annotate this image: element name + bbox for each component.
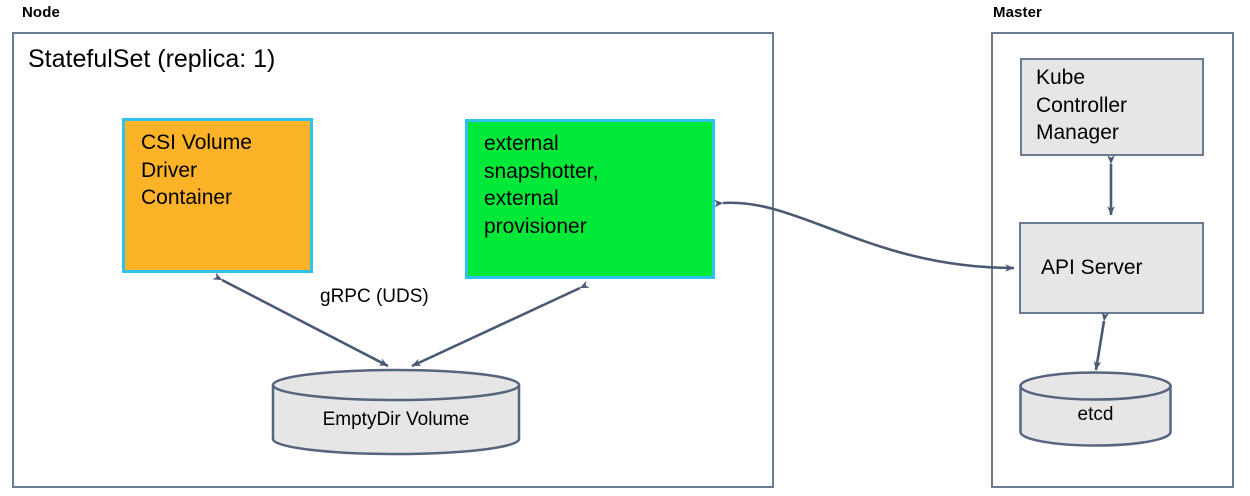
external-sidecars-box[interactable]: external snapshotter, external provision… [465,119,715,279]
kcm-line-2: Controller [1036,93,1128,117]
external-sidecars-line-3: external [484,187,559,211]
grpc-uds-edge-label: gRPC (UDS) [320,286,429,307]
master-group-caption: Master [993,4,1042,21]
etcd-cylinder[interactable]: etcd [1018,371,1173,447]
kcm-line-3: Manager [1036,121,1119,145]
csi-driver-line-2: Driver [141,158,197,182]
csi-volume-driver-container-box[interactable]: CSI Volume Driver Container [122,118,313,273]
emptydir-volume-cylinder[interactable]: EmptyDir Volume [270,368,522,456]
api-server-label: API Server [1041,256,1143,280]
csi-driver-line-3: Container [141,186,233,210]
statefulset-label: StatefulSet (replica: 1) [28,45,276,73]
etcd-label: etcd [1077,404,1114,425]
emptydir-volume-label: EmptyDir Volume [322,409,470,430]
external-sidecars-line-2: snapshotter, [484,159,599,183]
api-server-box[interactable]: API Server [1019,222,1204,314]
kube-controller-manager-box[interactable]: Kube Controller Manager [1020,58,1204,156]
external-sidecars-line-4: provisioner [484,215,587,239]
emptydir-volume-shape [271,368,521,456]
etcd-shape [1019,371,1172,447]
kcm-line-1: Kube [1036,66,1086,89]
external-sidecars-line-1: external [484,132,559,155]
node-group-caption: Node [22,4,60,21]
csi-driver-line-1: CSI Volume [141,131,252,154]
